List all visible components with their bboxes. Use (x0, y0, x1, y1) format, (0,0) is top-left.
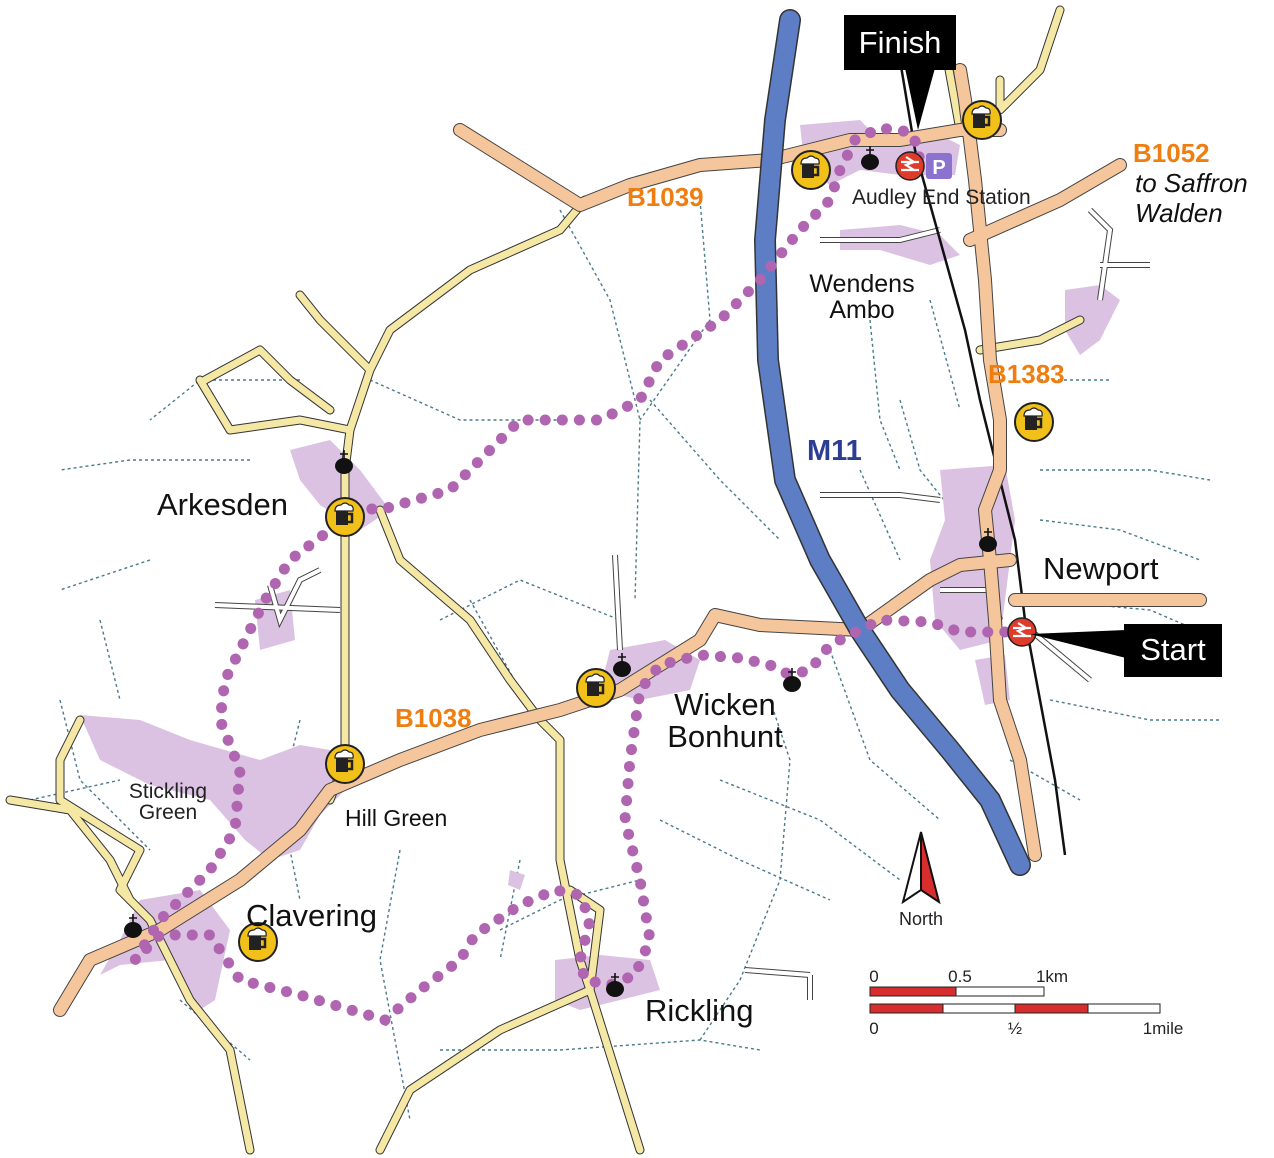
road-label-b1039: B1039 (627, 182, 704, 212)
place-label-rickling: Rickling (645, 993, 754, 1028)
finish-callout: Finish (844, 15, 956, 130)
place-label-arkesden: Arkesden (157, 487, 288, 522)
scale-km-tick-1: 0.5 (948, 967, 972, 986)
pub-icon (324, 496, 366, 538)
railway-station-icon (1006, 616, 1038, 648)
scale-bar: 0 0.5 1km 0 ½ 1mile (869, 967, 1183, 1038)
road-label-b1038: B1038 (395, 703, 472, 733)
parking-symbol: P (932, 157, 945, 179)
start-callout: Start (1030, 624, 1222, 677)
place-label-hill-green: Hill Green (345, 805, 447, 831)
pub-icon (1013, 401, 1055, 443)
place-label-newport: Newport (1043, 551, 1159, 586)
scale-mile-tick-0: 0 (869, 1019, 878, 1038)
scale-mile-tick-2: 1mile (1143, 1019, 1184, 1038)
scale-km-tick-0: 0 (869, 967, 878, 986)
road-label-m11: M11 (807, 435, 862, 467)
railway-station-icon (894, 150, 926, 182)
finish-label: Finish (859, 25, 942, 60)
main-roads (53, 63, 1207, 1017)
north-label: North (899, 909, 943, 929)
road-destination-2: Walden (1135, 198, 1223, 228)
pub-icon (961, 99, 1003, 141)
north-arrow-icon: North (899, 831, 943, 929)
road-label-b1383: B1383 (988, 359, 1065, 389)
place-label-ambo: Ambo (829, 296, 894, 324)
walking-route (130, 122, 1028, 1027)
place-label-wendens: Wendens (809, 270, 914, 298)
place-label-green: Green (139, 801, 197, 824)
tracks (214, 207, 1150, 1000)
parking-icon: P (926, 153, 952, 179)
scale-km-tick-2: 1km (1036, 967, 1068, 986)
road-destination-1: to Saffron (1135, 168, 1248, 198)
scale-mile-tick-1: ½ (1008, 1019, 1022, 1038)
place-label-stickling: Stickling (129, 780, 207, 803)
place-label-wicken: Wicken (674, 687, 776, 722)
place-label-bonhunt: Bonhunt (667, 719, 783, 754)
road-label-b1052: B1052 (1133, 138, 1210, 168)
start-label: Start (1140, 632, 1206, 667)
place-label-audley-end-station: Audley End Station (852, 186, 1031, 209)
m11-motorway (753, 9, 1031, 876)
pub-icon (790, 149, 832, 191)
pub-icon (324, 743, 366, 785)
pub-icon (575, 667, 617, 709)
place-label-clavering: Clavering (246, 898, 377, 933)
